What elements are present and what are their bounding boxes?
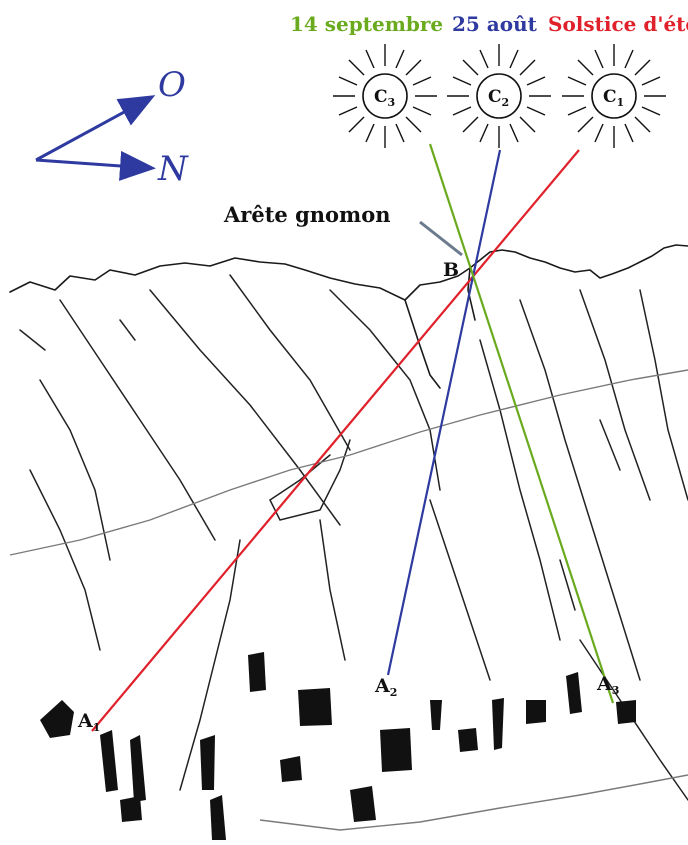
date-label-c1: Solstice d'été — [548, 12, 688, 36]
gnomon-point-label: B — [443, 259, 459, 281]
date-label-c2: 25 août — [452, 12, 538, 36]
sun-sub-c1: 1 — [617, 96, 625, 109]
sun-letter-c1: C — [603, 87, 617, 107]
sun-letter-c2: C — [488, 87, 502, 107]
ray-14-septembre — [430, 144, 613, 703]
ray-solstice — [92, 150, 579, 731]
village-shapes — [40, 652, 636, 840]
point-a1-sub: 1 — [93, 721, 101, 734]
compass-icon: O N — [36, 65, 189, 189]
svg-text:A2: A2 — [374, 675, 397, 699]
svg-text:A1: A1 — [77, 710, 100, 734]
date-label-c3: 14 septembre — [290, 12, 443, 36]
sun-sub-c3: 3 — [388, 96, 396, 109]
sun-letter-c3: C — [374, 87, 388, 107]
sun-icon-c3: C3 — [333, 44, 437, 148]
point-a3-letter: A — [596, 673, 612, 695]
compass-west-label: O — [158, 65, 186, 105]
point-a3-sub: 3 — [612, 684, 620, 697]
svg-text:A3: A3 — [596, 673, 619, 697]
point-a2-sub: 2 — [390, 686, 398, 699]
point-a2-letter: A — [374, 675, 390, 697]
sun-icon-c1: C1 — [562, 44, 666, 148]
compass-north-label: N — [157, 149, 189, 189]
gnomon-label: Arête gnomon — [223, 202, 391, 227]
point-a1-letter: A — [77, 710, 93, 732]
sun-icon-c2: C2 — [447, 44, 551, 148]
ray-25-aout — [388, 150, 500, 675]
gnomon-pointer — [420, 222, 462, 255]
sun-sub-c2: 2 — [502, 96, 510, 109]
